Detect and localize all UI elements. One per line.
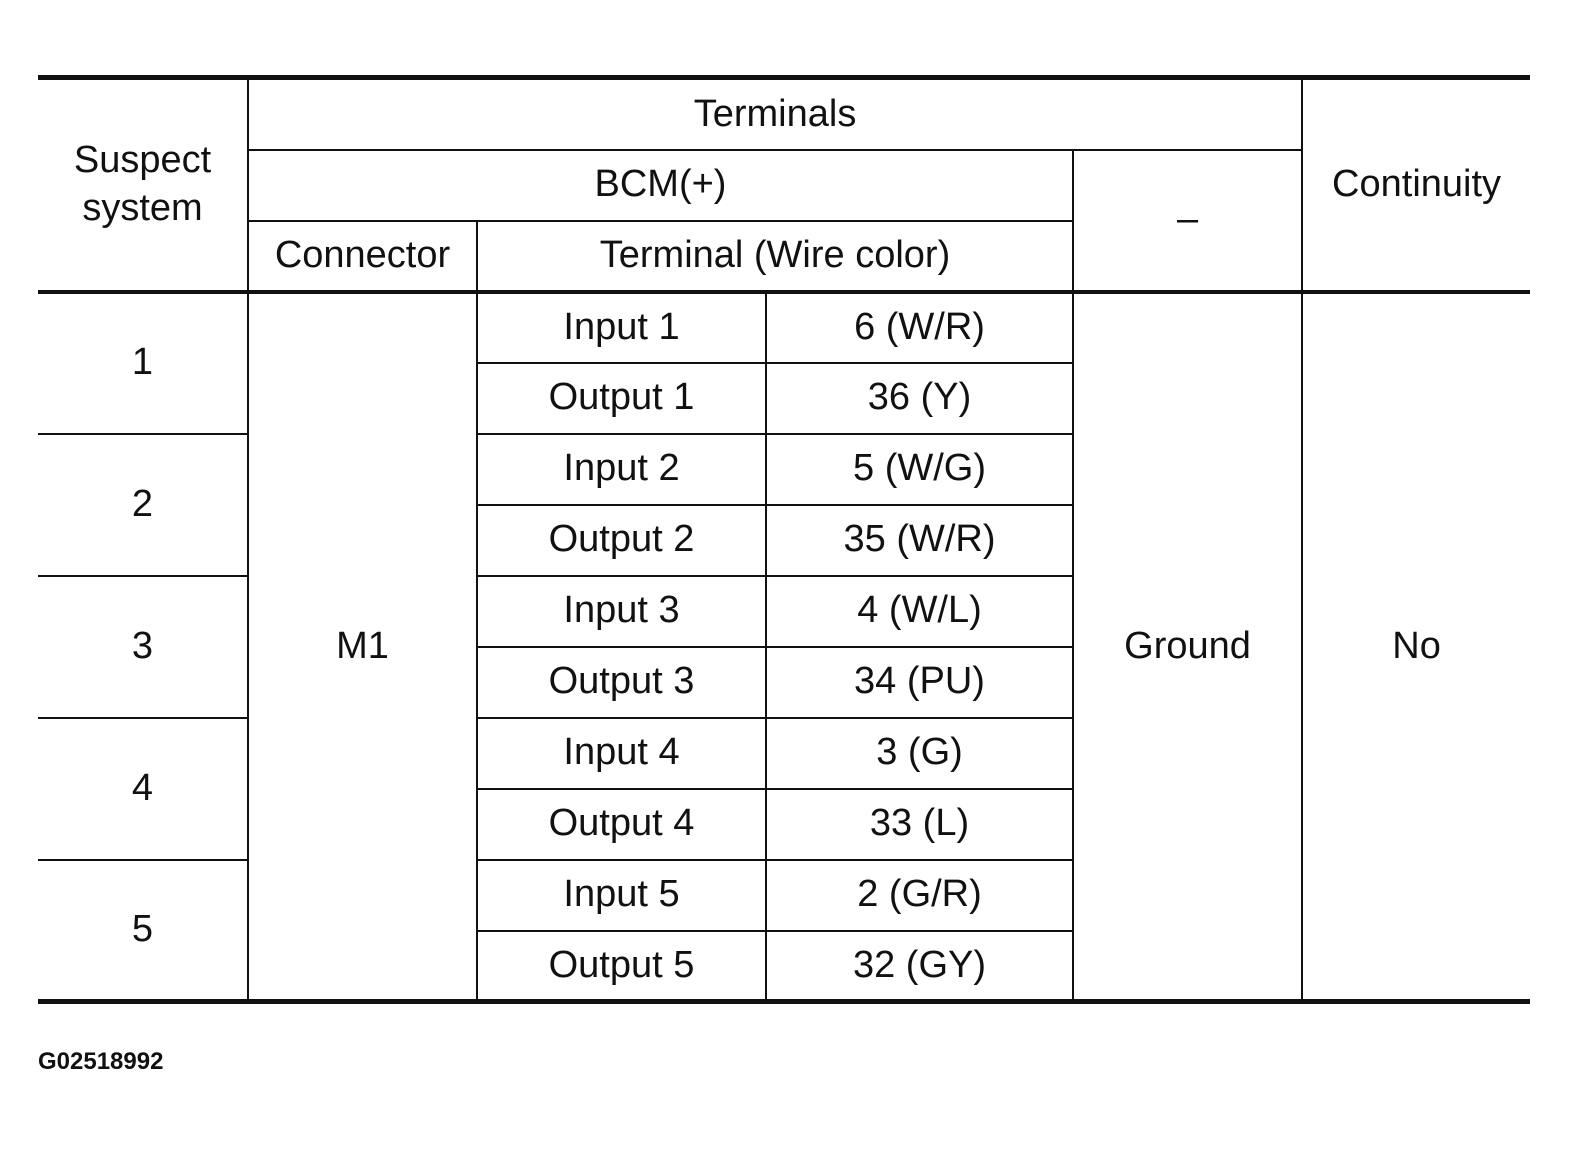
terminal-wire-color-cell: 32 (GY): [765, 929, 1074, 1004]
header-bcm-plus: BCM(+): [247, 148, 1074, 222]
suspect-system-cell: 4: [38, 716, 249, 861]
terminal-wire-color-cell: 3 (G): [765, 716, 1074, 790]
suspect-system-cell: 1: [38, 290, 249, 435]
terminal-wire-color-cell: 4 (W/L): [765, 574, 1074, 648]
suspect-system-cell: 2: [38, 432, 249, 577]
header-connector: Connector: [247, 219, 478, 294]
continuity-cell: No: [1301, 290, 1531, 1004]
suspect-system-cell: 5: [38, 858, 249, 1004]
io-cell: Output 1: [476, 361, 767, 435]
header-terminals: Terminals: [246, 75, 1304, 151]
terminal-wire-color-cell: 34 (PU): [765, 645, 1074, 719]
terminal-wire-color-cell: 33 (L): [765, 787, 1074, 861]
io-cell: Input 1: [476, 290, 767, 364]
io-cell: Output 4: [476, 787, 767, 861]
io-cell: Input 3: [476, 574, 767, 648]
terminal-wire-color-cell: 2 (G/R): [765, 858, 1074, 932]
io-cell: Input 5: [476, 858, 767, 932]
suspect-system-cell: 3: [38, 574, 249, 719]
header-terminal-wire-color: Terminal (Wire color): [476, 219, 1074, 294]
figure-id: G02518992: [38, 1048, 164, 1075]
terminal-wire-color-cell: 35 (W/R): [765, 503, 1074, 577]
continuity-check-table: Suspect system Terminals Continuity BCM(…: [38, 75, 1531, 1004]
header-continuity: Continuity: [1301, 75, 1531, 294]
terminal-wire-color-cell: 5 (W/G): [765, 432, 1074, 506]
io-cell: Output 3: [476, 645, 767, 719]
terminal-wire-color-cell: 6 (W/R): [765, 290, 1074, 364]
terminal-wire-color-cell: 36 (Y): [765, 361, 1074, 435]
ground-cell: Ground: [1071, 290, 1304, 1004]
header-minus: –: [1071, 148, 1304, 294]
connector-cell: M1: [247, 290, 478, 1004]
io-cell: Input 4: [476, 716, 767, 790]
io-cell: Output 2: [476, 503, 767, 577]
io-cell: Input 2: [476, 432, 767, 506]
io-cell: Output 5: [476, 929, 767, 1004]
header-suspect-system: Suspect system: [38, 75, 249, 294]
